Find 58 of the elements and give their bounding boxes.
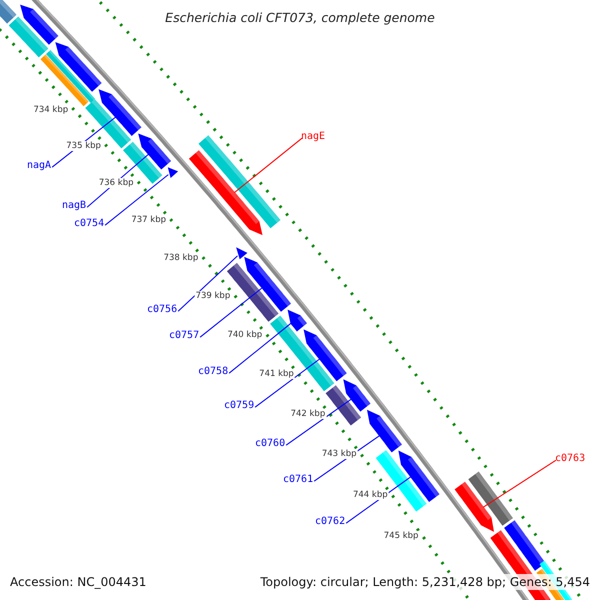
leader-line <box>200 287 263 338</box>
gene-label: c0758 <box>198 366 228 378</box>
gene-label: nagE <box>301 131 326 143</box>
gene-feature <box>468 472 513 526</box>
gene-feature <box>367 410 402 452</box>
gene-feature <box>20 4 58 45</box>
gene-feature <box>454 482 494 532</box>
leader-line <box>254 358 320 408</box>
leader-line <box>228 322 292 374</box>
leader-line <box>234 138 302 193</box>
footer-text: Accession: NC_004431 <box>8 574 148 590</box>
gene-feature <box>85 99 132 148</box>
gene-feature <box>304 329 347 382</box>
gene-label: c0763 <box>555 453 586 465</box>
gene-feature <box>198 135 280 228</box>
gene-feature <box>40 54 89 106</box>
gene-label: c0757 <box>169 330 200 342</box>
gene-label: c0762 <box>315 516 346 528</box>
gene-label: c0756 <box>147 304 178 316</box>
gene-feature <box>188 150 262 236</box>
scale-label: 736 kbp <box>98 178 134 188</box>
footer-text: Topology: circular; Length: 5,231,428 bp; Genes: 5,454 <box>258 574 592 590</box>
gene-label: c0760 <box>255 438 286 450</box>
gene-feature <box>236 247 248 260</box>
gene-feature <box>288 310 307 332</box>
gene-feature <box>138 134 172 170</box>
gene-feature <box>343 379 370 412</box>
scale-label: 734 kbp <box>32 104 70 114</box>
gene-feature <box>98 89 142 136</box>
gene-feature <box>326 385 362 426</box>
scale-label: 742 kbp <box>290 408 326 419</box>
scale-label: 743 kbp <box>320 448 358 459</box>
scale-label: 745 kbp <box>382 530 420 541</box>
leader-line <box>482 460 556 508</box>
gene-feature <box>8 16 48 58</box>
scale-label: 740 kbp <box>226 330 264 340</box>
gene-feature <box>244 256 291 312</box>
leader-line <box>286 398 352 446</box>
scale-label: 735 kbp <box>65 140 102 151</box>
scale-label: 741 kbp <box>258 368 295 379</box>
gene-label: nagA <box>27 160 52 172</box>
scale-label: 744 kbp <box>352 490 389 500</box>
gene-feature <box>55 42 102 92</box>
gene-feature <box>0 0 16 24</box>
gene-feature <box>504 520 546 571</box>
gene-label: c0761 <box>283 474 314 486</box>
leader-line <box>104 174 169 226</box>
gene-label: nagB <box>62 200 86 212</box>
title: Escherichia coli CFT073, complete genome <box>164 10 436 25</box>
scale-label: 738 kbp <box>162 252 200 263</box>
scale-label: 737 kbp <box>130 214 167 225</box>
gene-label: c0759 <box>224 400 254 412</box>
scale-label: 739 kbp <box>194 290 232 301</box>
gene-label: c0754 <box>74 218 104 230</box>
leader-line <box>178 255 238 312</box>
gene-feature <box>46 50 96 103</box>
gene-feature <box>168 167 178 178</box>
gene-feature <box>398 450 440 502</box>
